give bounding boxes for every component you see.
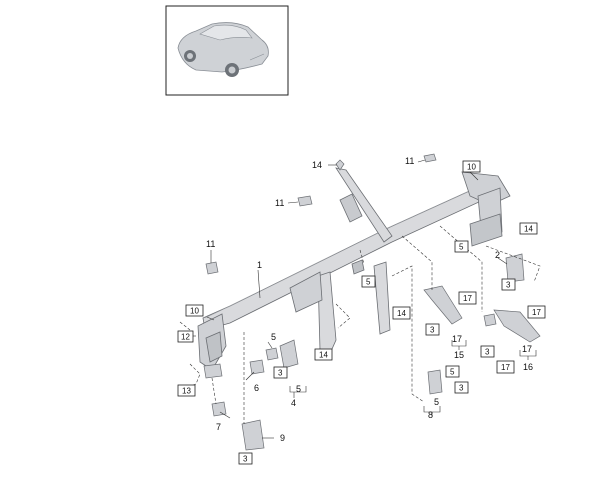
svg-text:10: 10 [190,307,199,316]
callout-box-14-right: 14 [519,222,538,235]
callout-8: 8 [428,410,433,420]
callout-1: 1 [257,260,262,270]
callout-box-3-bracket2: 3 [501,278,516,291]
cross-member-beam [197,167,511,371]
callout-17-16: 17 [522,344,532,354]
callout-11-left: 11 [275,198,284,208]
callout-box-17-left: 17 [458,291,477,305]
svg-text:5: 5 [450,368,455,377]
svg-text:17: 17 [463,294,472,303]
svg-text:17: 17 [501,363,510,372]
callout-9: 9 [280,433,285,443]
svg-text:14: 14 [319,351,328,360]
callout-box-10-left: 10 [185,304,204,317]
svg-text:5: 5 [366,278,371,287]
callout-11-lower: 11 [206,239,215,249]
svg-text:3: 3 [506,281,511,290]
callout-5-near-4: 5 [271,332,276,342]
callout-16: 16 [523,362,533,372]
callout-box-3-left: 3 [425,323,440,336]
callout-4: 4 [291,398,296,408]
callout-box-3-mid: 3 [480,345,495,358]
callout-box-10-top: 10 [462,160,481,173]
car-suv-icon [177,22,269,77]
callout-box-3-part9: 3 [238,452,253,465]
callout-box-12: 12 [177,330,194,343]
vehicle-thumbnail [165,5,289,96]
svg-text:3: 3 [459,384,464,393]
callout-7: 7 [216,422,221,432]
callout-15: 15 [454,350,464,360]
callout-6: 6 [254,383,259,393]
callout-14-top: 14 [312,160,322,170]
svg-text:3: 3 [430,326,435,335]
small-parts [203,153,541,451]
callout-box-5-center: 5 [361,275,376,288]
callout-17-15: 17 [452,334,462,344]
callout-labels: 14 11 11 2 11 1 5 17 15 17 16 5 4 6 5 8 … [206,156,533,443]
svg-text:14: 14 [524,225,533,234]
callout-box-5-right: 5 [454,240,469,253]
callout-box-13: 13 [177,384,196,397]
boxed-callouts: 10 14 5 3 5 14 17 17 [177,160,546,465]
svg-text:14: 14 [397,309,406,318]
leader-lines [184,159,537,439]
callout-box-17-lower: 17 [496,360,515,374]
callout-box-5-part8: 5 [445,365,460,378]
callout-box-3-part4: 3 [273,366,288,379]
svg-text:13: 13 [182,387,191,396]
callout-box-14-lower: 14 [314,348,333,361]
callout-11-top: 11 [405,156,414,166]
callout-2: 2 [495,250,500,260]
callout-5-4: 5 [296,384,301,394]
svg-text:12: 12 [181,333,190,342]
svg-text:3: 3 [485,348,490,357]
callout-box-17-right: 17 [527,305,546,319]
callout-5-8: 5 [434,397,439,407]
svg-text:3: 3 [243,455,248,464]
callout-box-3-part8: 3 [454,381,469,394]
svg-text:10: 10 [467,163,476,172]
svg-text:3: 3 [278,369,283,378]
svg-text:17: 17 [532,308,541,317]
callout-box-14-center: 14 [392,306,411,320]
svg-text:5: 5 [459,243,464,252]
